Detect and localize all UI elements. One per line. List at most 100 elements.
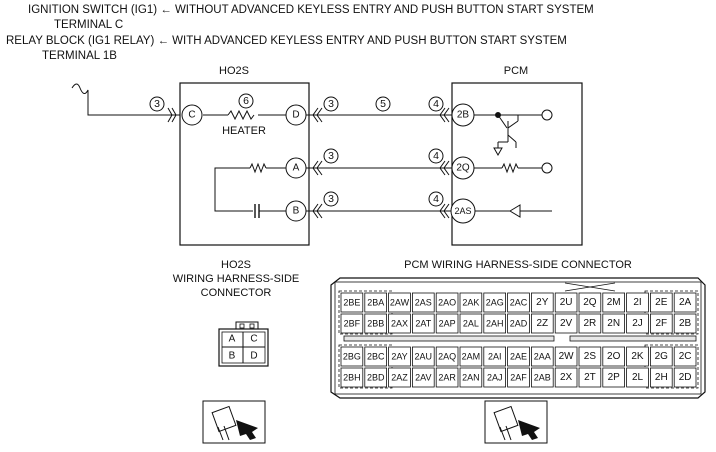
pcm-cell-label: 2AS (415, 298, 432, 308)
pcm-cell-label: 2BG (343, 352, 361, 362)
pcm-cell-box (459, 313, 483, 334)
ho2s-cell-b: B (229, 351, 236, 362)
pcm-cell-label: 2AC (510, 298, 528, 308)
pcm-cell-label: 2BC (367, 352, 385, 362)
pcm-cell-box (459, 346, 483, 367)
pcm-cell-label: 2R (584, 318, 597, 329)
pcm-cell-label: 2B (679, 318, 692, 329)
pcm-cell-label: 2AA (534, 352, 551, 362)
pcm-cell-box (554, 367, 578, 388)
pcm-cell-label: 2S (584, 351, 597, 362)
header-line-terminal-1b: TERMINAL 1B (42, 50, 117, 62)
pcm-cell-box (673, 313, 697, 334)
svg-text:B: B (293, 206, 300, 217)
pcm-cell-label: 2X (560, 372, 573, 383)
pcm-cell-box (364, 313, 387, 334)
pcm-cell-label: 2U (560, 297, 573, 308)
wire-ref-c-in: 3 (149, 96, 165, 112)
ho2s-pin-d: D (285, 104, 307, 126)
pcm-cell-box (673, 367, 697, 388)
pcm-cell-label: 2AD (510, 319, 528, 329)
pcm-cell-box (673, 346, 697, 367)
pcm-cell-box (388, 292, 411, 313)
svg-text:2AS: 2AS (454, 206, 471, 216)
pcm-cell-label: 2F (655, 318, 667, 329)
pcm-cell-label: 2O (607, 351, 621, 362)
pcm-cell-box (435, 367, 459, 388)
pcm-cell-label: 2BF (344, 319, 361, 329)
pcm-cell-box (435, 313, 459, 334)
pcm-cell-label: 2AB (534, 373, 551, 383)
heater-label: HEATER (222, 125, 266, 137)
pcm-cell-label: 2N (607, 318, 620, 329)
pcm-cell-box (411, 313, 435, 334)
pcm-cell-box (673, 292, 697, 313)
pcm-cell-box (483, 346, 506, 367)
ho2s-plug-icon (202, 400, 266, 444)
ho2s-title: HO2S (219, 65, 249, 77)
ho2s-cell-a: A (229, 334, 236, 345)
pcm-pin-2as: 2AS (450, 198, 476, 224)
pcm-cell-box (626, 367, 649, 388)
pcm-cell-label: 2AN (462, 373, 480, 383)
pcm-cell-label: 2Y (536, 297, 549, 308)
pcm-cell-box (578, 367, 602, 388)
ho2s-connector-face: A C B D (218, 321, 269, 367)
pcm-cell-box (650, 367, 673, 388)
pcm-cell-label: 2Z (536, 318, 548, 329)
pcm-cell-label: 2AO (438, 298, 456, 308)
pcm-cell-box (531, 346, 554, 367)
pcm-cell-box (531, 292, 554, 313)
pcm-cell-label: 2H (655, 372, 668, 383)
pcm-cell-label: 2M (607, 297, 621, 308)
pcm-cell-label: 2AM (462, 352, 481, 362)
pcm-cell-box (483, 367, 506, 388)
pcm-cell-box (602, 313, 625, 334)
pcm-cell-label: 2AQ (438, 352, 456, 362)
pcm-cell-label: 2AR (438, 373, 456, 383)
pcm-cell-label: 2AG (486, 298, 504, 308)
pcm-cell-label: 2E (655, 297, 668, 308)
pcm-cell-box (650, 313, 673, 334)
svg-text:3: 3 (328, 193, 334, 205)
pcm-cell-label: 2AI (488, 352, 502, 362)
pcm-cell-label: 2AH (486, 319, 504, 329)
pcm-cell-box (507, 346, 530, 367)
pcm-terminal-2q-open (541, 162, 553, 174)
pcm-cell-label: 2I (633, 297, 641, 308)
pcm-cell-box (650, 292, 673, 313)
pcm-cell-label: 2A (679, 297, 692, 308)
sensor-resistor (249, 162, 267, 174)
pcm-cell-box (459, 292, 483, 313)
ho2s-connector-title-1: HO2S (221, 259, 251, 271)
ho2s-connector-title-2: WIRING HARNESS-SIDE (173, 273, 300, 285)
pcm-cell-box (411, 292, 435, 313)
pcm-cell-box (507, 367, 530, 388)
header-line-relay-block: RELAY BLOCK (IG1 RELAY) ← WITH ADVANCED … (6, 35, 567, 47)
pcm-cell-label: 2AL (463, 319, 479, 329)
header-line-terminal-c: TERMINAL C (54, 19, 123, 31)
pcm-cell-label: 2Q (583, 297, 597, 308)
pcm-cell-label: 2AK (462, 298, 479, 308)
pcm-cell-label: 2AY (391, 352, 407, 362)
ho2s-pin-a: A (285, 157, 307, 179)
pcm-cell-box (388, 346, 411, 367)
pcm-cell-label: 2W (559, 351, 575, 362)
wire-ref-d-mid: 5 (375, 96, 391, 112)
svg-text:C: C (188, 110, 195, 121)
pcm-cell-box (650, 346, 673, 367)
pcm-title: PCM (504, 65, 528, 77)
pcm-cell-box (340, 292, 364, 313)
pcm-terminal-2b-open (541, 109, 553, 121)
pcm-cell-box (340, 313, 364, 334)
pcm-cell-box (388, 313, 411, 334)
pcm-cell-label: 2AZ (391, 373, 408, 383)
pcm-cell-box (411, 346, 435, 367)
svg-text:D: D (292, 110, 299, 121)
ho2s-pin-b: B (285, 200, 307, 222)
pcm-cell-label: 2AU (415, 352, 433, 362)
ho2s-box (179, 82, 310, 246)
pcm-cell-label: 2AT (415, 319, 431, 329)
pcm-cell-box (435, 292, 459, 313)
